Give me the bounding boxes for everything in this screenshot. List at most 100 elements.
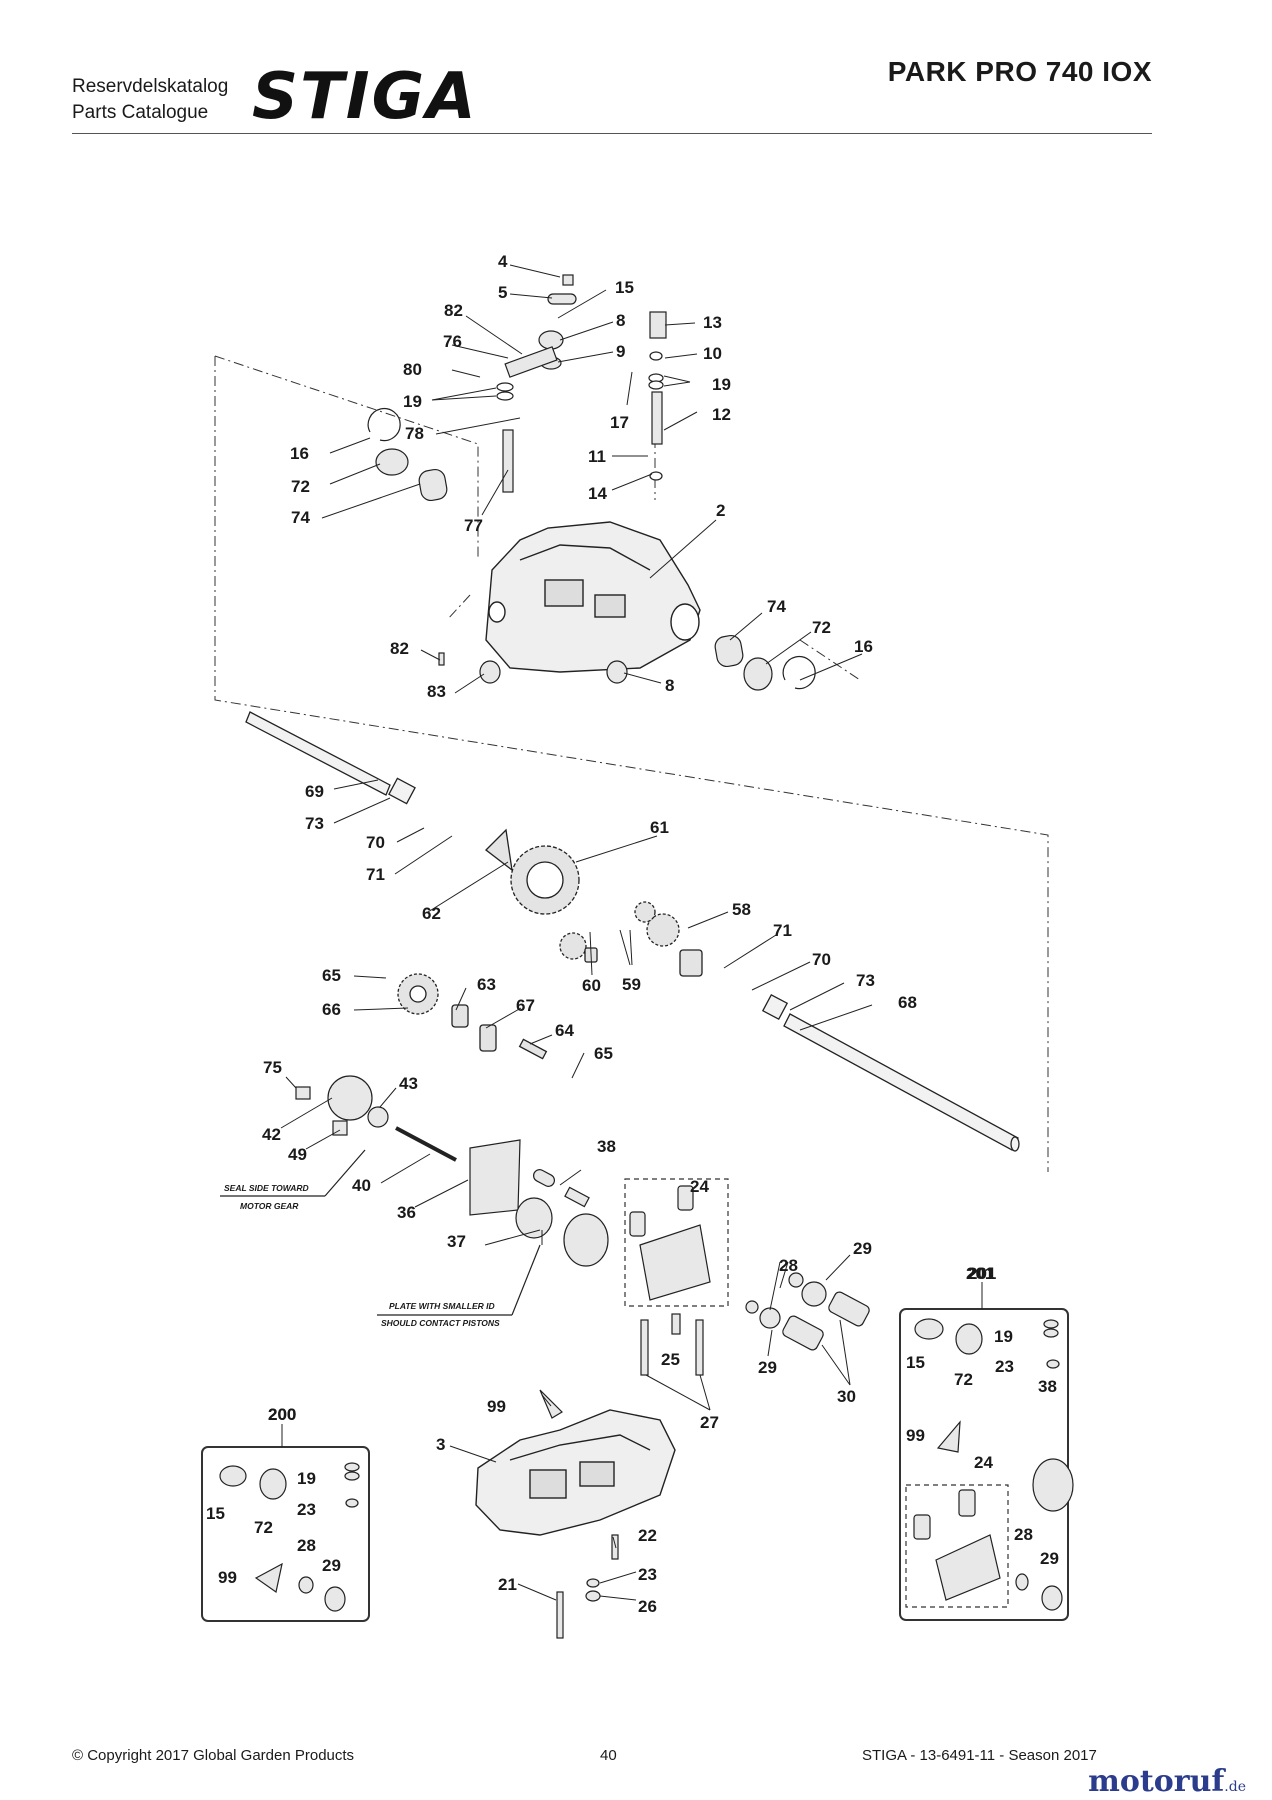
small-hardware-parts	[367, 274, 816, 691]
axle-shafts	[245, 711, 1020, 1152]
part-number-label: 2	[716, 501, 725, 520]
part-number-label: 82	[390, 639, 409, 658]
header-divider	[72, 133, 1152, 134]
catalog-title: Reservdelskatalog Parts Catalogue	[72, 74, 228, 126]
part-number-label: 21	[498, 1575, 517, 1594]
leader-lines	[280, 264, 983, 1601]
part-number-label: 29	[1040, 1549, 1059, 1568]
part-number-label: 25	[661, 1350, 680, 1369]
part-number-label: 38	[597, 1137, 616, 1156]
part-number-label: 70	[366, 833, 385, 852]
part-number-label: 60	[582, 976, 601, 995]
kit-content-parts	[219, 1185, 1074, 1612]
lower-housing-part	[475, 1409, 676, 1536]
part-number-label: 3	[436, 1435, 445, 1454]
pump-parts	[295, 1075, 609, 1267]
part-number-label: 16	[290, 444, 309, 463]
kit-201-label: 201	[968, 1264, 996, 1283]
part-number-label: 72	[291, 477, 310, 496]
part-number-label: 23	[638, 1565, 657, 1584]
part-number-label: 72	[954, 1370, 973, 1389]
plate-note-line1: PLATE WITH SMALLER ID	[389, 1301, 495, 1311]
part-number-label: 62	[422, 904, 441, 923]
stiga-logo-text: STIGA	[252, 62, 474, 124]
model-name: PARK PRO 740 IOX	[887, 56, 1152, 87]
part-number-label: 23	[297, 1500, 316, 1519]
part-number-label: 8	[665, 676, 674, 695]
part-number-label: 15	[615, 278, 634, 297]
part-number-label: 23	[995, 1357, 1014, 1376]
kit-24-box-201	[905, 1484, 1009, 1608]
part-number-label: 27	[700, 1413, 719, 1432]
part-number-label: 78	[405, 424, 424, 443]
watermark-tld: .de	[1224, 1779, 1246, 1795]
part-number-label: 16	[854, 637, 873, 656]
catalog-title-swedish: Reservdelskatalog	[72, 76, 229, 97]
part-number-label: 74	[291, 508, 310, 527]
kit-24-boxes	[624, 1178, 1009, 1608]
part-number-label: 11	[588, 447, 606, 466]
part-number-label: 58	[732, 900, 751, 919]
kit-201-box	[899, 1308, 1069, 1621]
part-number-label: 29	[853, 1239, 872, 1258]
part-number-label: 63	[477, 975, 496, 994]
part-number-label: 29	[758, 1358, 777, 1377]
part-number-label: 71	[366, 865, 385, 884]
part-number-label: 24	[974, 1453, 993, 1472]
part-number-label: 28	[1014, 1525, 1033, 1544]
part-number-label: 66	[322, 1000, 341, 1019]
motoruf-watermark: motoruf.de	[1088, 1764, 1246, 1799]
part-number-label: 99	[487, 1397, 506, 1416]
part-number-label: 14	[588, 484, 607, 503]
part-number-label: 70	[812, 950, 831, 969]
part-number-label: 38	[1038, 1377, 1057, 1396]
part-number-label: 75	[263, 1058, 282, 1077]
part-number-label: 72	[254, 1518, 273, 1537]
part-number-label: 49	[288, 1145, 307, 1164]
part-number-label: 4	[498, 252, 508, 271]
part-number-label: 73	[856, 971, 875, 990]
part-number-label: 19	[994, 1327, 1013, 1346]
part-number-label: 28	[779, 1256, 798, 1275]
part-number-label: 5	[498, 283, 507, 302]
part-number-label: 65	[322, 966, 341, 985]
part-number-label: 12	[712, 405, 731, 424]
part-number-label: 99	[906, 1426, 925, 1445]
stiga-logo: STIGA	[252, 62, 474, 124]
part-number-label: 200	[268, 1405, 296, 1424]
part-number-label: 65	[594, 1044, 613, 1063]
kit-200-label: 200	[268, 1405, 296, 1424]
part-number-label: 71	[773, 921, 792, 940]
part-number-label: 36	[397, 1203, 416, 1222]
part-number-label: 61	[650, 818, 669, 837]
part-number-label: 82	[444, 301, 463, 320]
part-number-label: 15	[906, 1353, 925, 1372]
part-number-label: 42	[262, 1125, 281, 1144]
part-number-label: 74	[767, 597, 786, 616]
part-number-label: 19	[712, 375, 731, 394]
part-number-label: 13	[703, 313, 722, 332]
watermark-name: motoruf	[1088, 1764, 1225, 1799]
part-number-label: 37	[447, 1232, 466, 1251]
part-number-label: 40	[352, 1176, 371, 1195]
kit-boxes	[201, 1308, 1069, 1622]
seal-note-line2: MOTOR GEAR	[240, 1201, 299, 1211]
part-number-label: 43	[399, 1074, 418, 1093]
part-number-label: 59	[622, 975, 641, 994]
valve-parts	[640, 1272, 870, 1376]
part-number-label: 77	[464, 516, 483, 535]
catalog-title-english: Parts Catalogue	[72, 102, 209, 123]
part-number-label: 99	[218, 1568, 237, 1587]
bolt-parts	[556, 1534, 619, 1639]
part-number-label: 67	[516, 996, 535, 1015]
part-number-label: 8	[616, 311, 625, 330]
part-number-label: 80	[403, 360, 422, 379]
part-number-label: 22	[638, 1526, 657, 1545]
seal-note-line1: SEAL SIDE TOWARD	[224, 1183, 309, 1193]
part-number-label: 69	[305, 782, 324, 801]
part-number-label: 15	[206, 1504, 225, 1523]
kit-200-box	[201, 1446, 370, 1622]
part-number-label: 26	[638, 1597, 657, 1616]
